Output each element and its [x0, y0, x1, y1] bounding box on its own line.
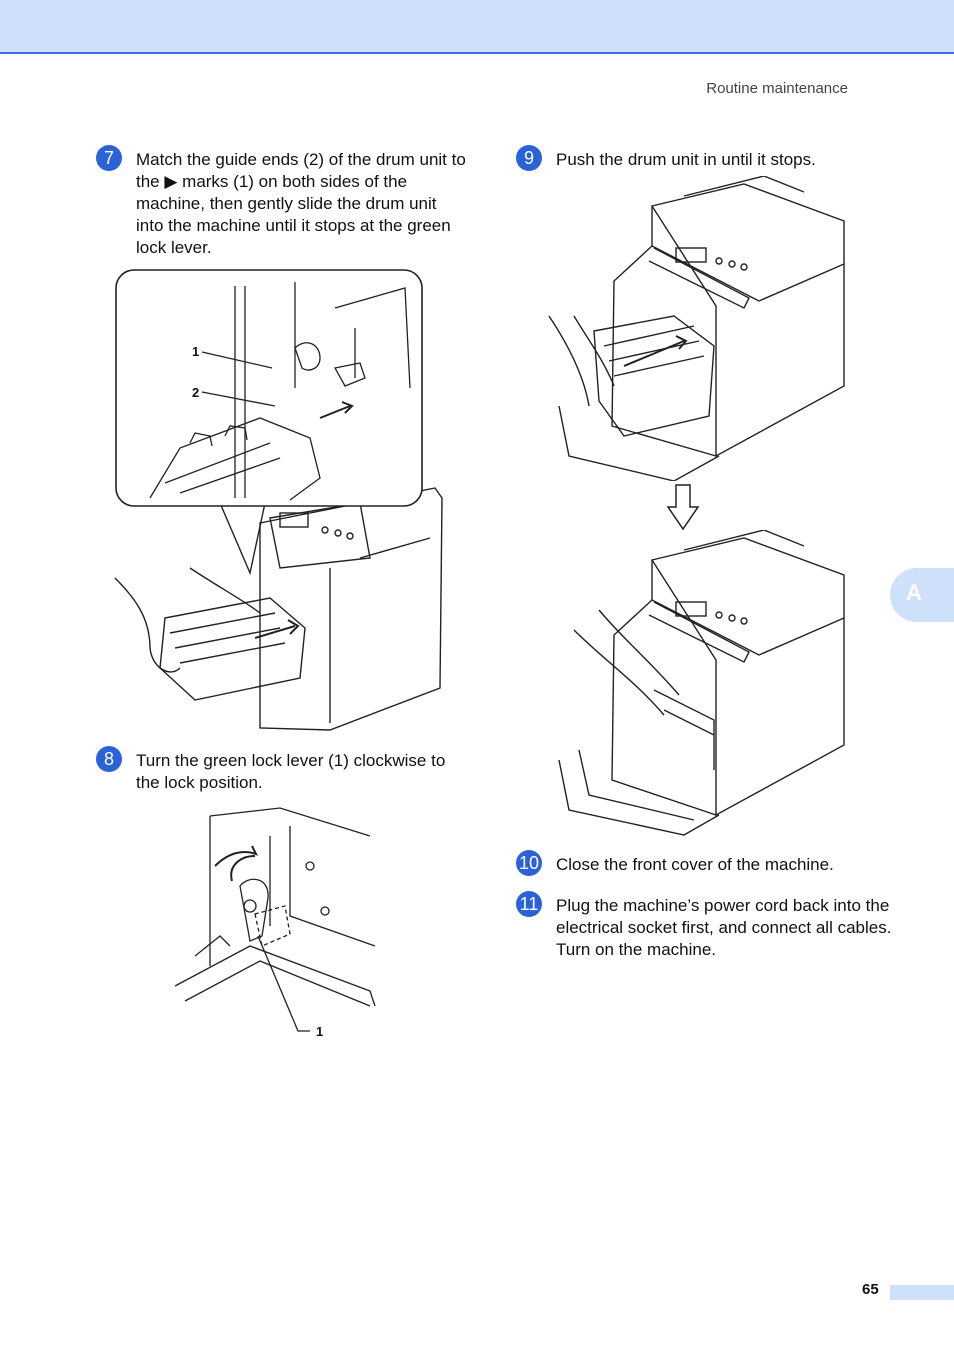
lock-lever-illustration: 1 [174, 807, 376, 1039]
section-title: Routine maintenance [706, 80, 848, 97]
step-11-badge: 11 [516, 891, 542, 917]
drum-installed-illustration [558, 530, 845, 836]
step-10-badge: 10 [516, 850, 542, 876]
step-7-badge: 7 [96, 145, 122, 171]
chapter-tab-letter: A [906, 580, 922, 605]
step-7-text: Match the guide ends (2) of the drum uni… [136, 150, 466, 257]
step-10-text: Close the front cover of the machine. [556, 855, 834, 874]
drum-push-illustration [548, 176, 845, 481]
drum-insert-illustration: 1 2 [114, 269, 443, 731]
step-8-badge: 8 [96, 746, 122, 772]
page-number: 65 [862, 1281, 879, 1298]
fig7-callout-1: 1 [192, 344, 199, 359]
fig8-callout-1: 1 [316, 1024, 323, 1039]
step-8-text: Turn the green lock lever (1) clockwise … [136, 751, 446, 792]
step-9-text: Push the drum unit in until it stops. [556, 150, 816, 169]
header-band [0, 0, 954, 54]
step-11-text: Plug the machine’s power cord back into … [556, 896, 892, 959]
fig7-callout-2: 2 [192, 385, 199, 400]
page-number-bar [890, 1285, 954, 1300]
down-arrow-icon [666, 484, 700, 531]
chapter-tab: A [890, 568, 954, 622]
step-9-badge: 9 [516, 145, 542, 171]
